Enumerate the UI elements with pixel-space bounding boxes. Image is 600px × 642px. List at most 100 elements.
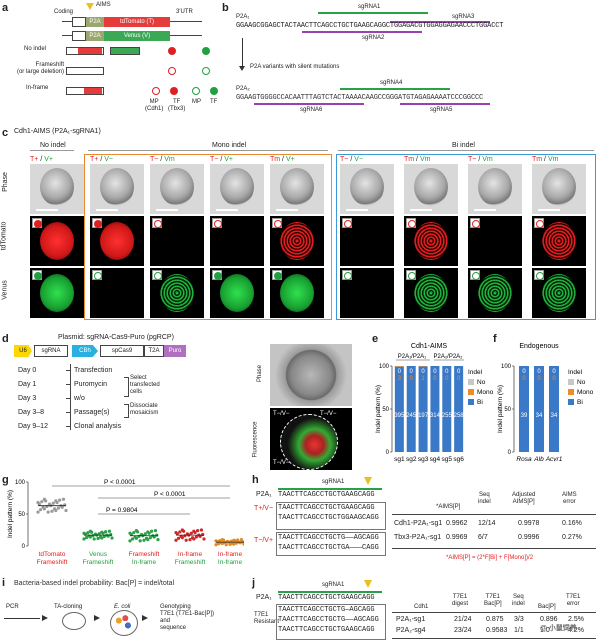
cell-phase [478,168,512,206]
scatter-point [174,538,178,542]
x-tick-label: sg4 [430,456,441,463]
step-label: w/o [74,395,85,402]
scatter-point [38,508,43,512]
scatter-point [36,500,40,505]
bar-label-no: 0 [522,369,526,375]
plasmid-circle-icon [62,612,86,630]
h-cell-seq: 12/14 [478,520,496,527]
bar-label-bi: 395 [394,413,405,419]
genotype-t: T− [210,156,219,163]
i-ta-label: TA-cloning [54,604,83,610]
circle-icon [94,220,102,228]
genotype-label: Tm / V+ [270,156,295,163]
bar-bi [418,366,428,452]
genotype-t: Tm [270,156,281,163]
tdtomato-indicator [342,218,352,228]
x-tick-label: sg3 [418,456,429,463]
timeline-line [70,364,71,430]
quadrant-label-1: T−/V− [273,411,290,417]
genotype-sep: / [38,156,45,163]
j-cell-bac: 0.875 [486,616,504,623]
scatter-point [132,530,136,535]
tf-label: TF [210,99,218,105]
bar-label-mono: 1 [421,376,425,382]
arrow-right-icon [42,615,48,621]
h-seq-a: TAACTTCAGCCTGCTGAAGCAGG [278,504,375,512]
scale-bar [474,209,496,211]
plasmid-map: U6 sgRNA CBh spCas9 T2A Puro [14,344,224,358]
bar-label-no: 0 [410,369,414,375]
bar-label-no: 0 [433,369,437,375]
scatter-point [225,539,230,544]
j-cell-bacp: 1.0 [540,627,550,634]
aims-marker-icon [86,3,94,10]
bar-label-mono: 0 [552,376,556,382]
genotype-v: V+ [44,156,53,163]
cell-red [40,222,74,260]
scatter-point [84,535,89,540]
bar-label-no: 0 [552,369,556,375]
scatter-point [214,539,218,543]
scatter-point [107,529,112,533]
genotype-sep: / [542,156,548,163]
scatter-point [128,531,132,535]
sgrna2-label: sgRNA2 [362,35,385,41]
bracket-icon-2 [124,404,129,418]
genotype-t: T+ [90,156,99,163]
j-cell-name: P2A₁-sg1 [396,616,426,623]
scatter-point [179,534,183,538]
tdtomato-block: tdTomato (T) [104,17,170,27]
chart-title: Cdh1-AIMS [411,343,448,350]
sgrna1-label: sgRNA1 [358,4,381,10]
inframe-label: In-frame [26,85,49,91]
cbh-block: CBh [72,345,98,357]
h-tv1-label: T+/V− [254,505,273,513]
venus-indicator [406,270,416,280]
legend-swatch [568,379,574,385]
circle-icon [472,220,480,228]
x-tick-label: sg5 [442,456,453,463]
panel-label-b: b [222,2,229,14]
scatter-point [183,534,187,538]
coding-label: Coding [54,9,74,15]
h-seq-c: TAACTTCAGCCTGCTG——AGCAGG [278,534,379,542]
aims-label: AIMS [96,2,111,8]
circle-icon [274,272,282,280]
genotype-v: Vm [547,156,559,163]
bar-label-no: 0 [421,369,425,375]
j-seq-0: TAACTTCAGCCTGCTGAAGCAGG [278,594,375,602]
bar-label-bi: 255 [442,413,453,419]
u6-block: U6 [14,345,32,357]
bar-mono [394,366,404,367]
scatter-point [97,532,101,536]
x-tick-label: sg1 [394,456,405,463]
scatter-point [82,537,86,541]
x-tick-label-2: Frameshift [37,559,68,566]
scatter-point [224,543,228,547]
p-value-1: P < 0.0001 [104,479,136,486]
arrow-right-icon-3 [142,615,148,621]
h-cell-adj: 0.9978 [518,520,540,527]
y-tick-label: 50 [382,407,389,413]
x-tick-label-2: Frameshift [83,559,114,566]
bi-indel-header: Bi indel [452,142,475,149]
i-pcr-label: PCR [6,604,19,610]
scatter-point [144,536,149,540]
bar-label-bi: 34 [536,413,543,419]
scatter-point [242,542,244,546]
h-col-aims: *AIMS[P] [436,504,461,510]
h-seq-d: TAACTTCAGCCTGCTGA———CAGG [278,544,379,552]
bar-label-mono: 3 [398,376,402,382]
h-tv2-text: T−/V+ [254,537,274,544]
scatter-point [146,530,150,534]
construct-venus: P2A Venus (V) [62,31,202,41]
h-cell-name: Cdh1-P2A₁-sg1 [394,520,443,527]
variants-text: P2A variants with silent mutations [250,64,340,70]
i-ecoli-label: E. coli [114,604,131,610]
bar-bi [534,366,544,452]
genotype-v: V+ [224,156,233,163]
scatter-point [36,510,40,514]
j-cell-name: P2A₂-sg4 [396,627,426,634]
venus-indicator [32,270,42,280]
